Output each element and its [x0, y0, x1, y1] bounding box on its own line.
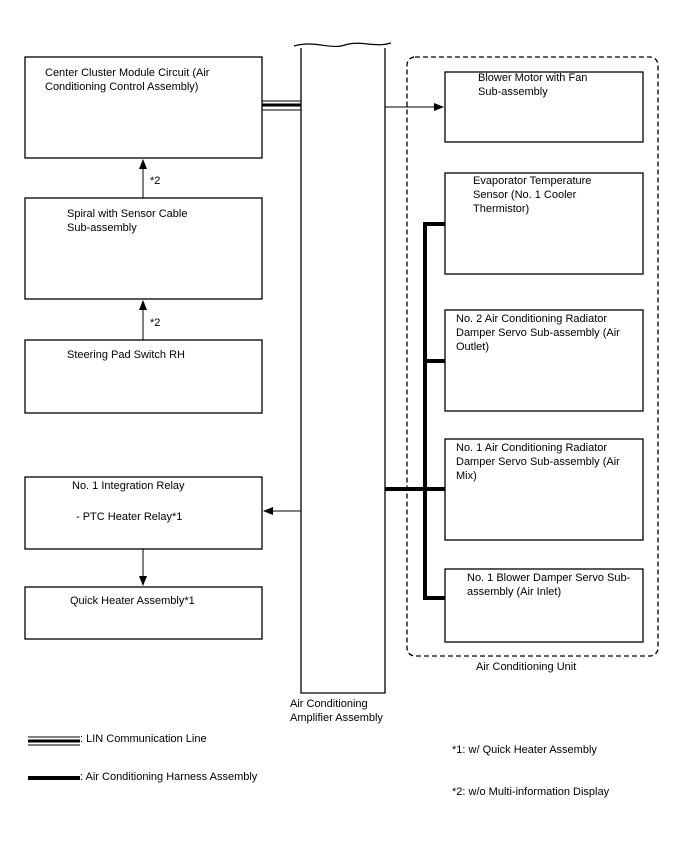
blower-motor-box — [444, 71, 644, 143]
legend-lin-label: : LIN Communication Line — [80, 733, 207, 745]
damper-inlet-box — [444, 568, 644, 643]
amplifier-break-mark — [293, 42, 392, 48]
quick-heater-box — [24, 586, 263, 640]
ptc-heater-relay-label: - PTC Heater Relay*1 — [76, 511, 183, 523]
amplifier-label: Air Conditioning Amplifier Assembly — [290, 698, 383, 724]
blower-motor-label: Blower Motor with Fan Sub-assembly — [478, 72, 588, 98]
evaporator-sensor-box — [444, 172, 644, 275]
quick-heater-label: Quick Heater Assembly*1 — [70, 595, 195, 607]
evaporator-sensor-label: Evaporator Temperature Sensor (No. 1 Coo… — [473, 175, 592, 215]
damper-outlet-label: No. 2 Air Conditioning Radiator Damper S… — [456, 313, 620, 353]
lin-line-cluster — [262, 100, 301, 111]
center-cluster-label: Center Cluster Module Circuit (Air Condi… — [45, 67, 210, 93]
steering-pad-label: Steering Pad Switch RH — [67, 349, 185, 361]
damper-mix-box — [444, 438, 644, 541]
footnote-2: *2: w/o Multi-information Display — [452, 786, 610, 798]
spiral-cable-box — [24, 197, 263, 300]
footnote-1: *1: w/ Quick Heater Assembly — [452, 744, 597, 756]
damper-mix-label: No. 1 Air Conditioning Radiator Damper S… — [456, 442, 620, 482]
integration-relay-box — [24, 476, 263, 550]
legend-lin-symbol — [28, 736, 80, 746]
spiral-cable-label: Spiral with Sensor Cable Sub-assembly — [67, 208, 188, 234]
integration-relay-label: No. 1 Integration Relay — [72, 480, 185, 492]
legend-harness-label: : Air Conditioning Harness Assembly — [80, 771, 258, 783]
note-ref-spiral: *2 — [150, 317, 161, 329]
amplifier-box — [300, 48, 386, 694]
ac-unit-boundary — [406, 56, 659, 657]
damper-inlet-label: No. 1 Blower Damper Servo Sub- assembly … — [467, 572, 631, 598]
center-cluster-box — [24, 56, 263, 159]
ac-unit-label: Air Conditioning Unit — [476, 661, 577, 673]
note-ref-cluster: *2 — [150, 175, 161, 187]
harness-bus — [385, 222, 445, 600]
